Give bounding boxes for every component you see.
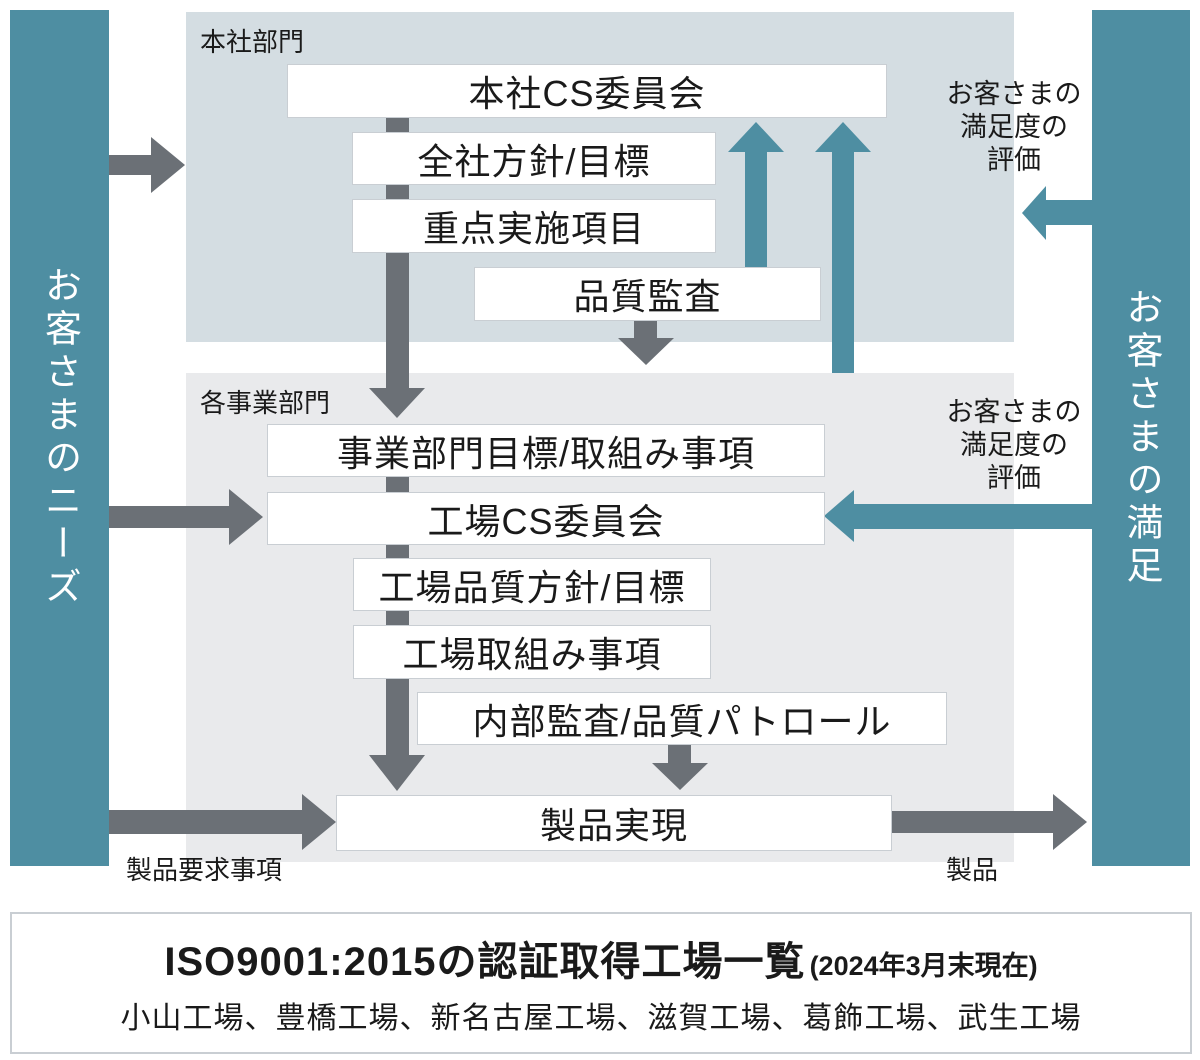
hq-satisfaction-note-line1: お客さまの (946, 79, 1082, 109)
box-division-goals: 事業部門目標/取組み事項 (267, 424, 825, 477)
box-factory-actions: 工場取組み事項 (353, 625, 711, 679)
arrow-audit-down-head (618, 338, 674, 365)
arrow-internal-audit-down-head (652, 763, 708, 790)
arrow-satisfaction-to-hq-shaft (1046, 200, 1092, 225)
hq-satisfaction-note-line2: 満足度の (960, 112, 1068, 142)
box-hq-cs-committee: 本社CS委員会 (287, 64, 887, 118)
arrow-realization-to-product-head (1053, 794, 1087, 850)
box-factory-cs-committee: 工場CS委員会 (267, 492, 825, 545)
arrow-internal-audit-down-shaft (668, 743, 691, 763)
arrow-division-up-head (815, 122, 871, 152)
arrow-needs-to-hq-shaft (109, 155, 151, 175)
arrow-needs-to-factory-cs-shaft (109, 506, 229, 528)
arrow-needs-to-factory-cs-head (229, 489, 263, 545)
box-internal-audit: 内部監査/品質パトロール (417, 692, 947, 745)
hq-section-label: 本社部門 (200, 27, 305, 57)
customer-satisfaction-bar: お客さまの満足 (1092, 10, 1190, 866)
iso-title-date: (2024年3月末現在) (809, 951, 1038, 981)
iso-title: ISO9001:2015の認証取得工場一覧 (164, 940, 806, 984)
arrow-requirements-to-realization-head (302, 794, 336, 850)
arrow-audit-up-head (728, 122, 784, 152)
product-requirements-label: 製品要求事項 (126, 855, 283, 885)
hq-satisfaction-note-line3: 評価 (987, 145, 1041, 175)
customer-needs-bar: お客さまのニーズ (10, 10, 109, 866)
arrow-audit-down-shaft (634, 319, 657, 338)
hq-satisfaction-note: お客さまの 満足度の 評価 (929, 78, 1099, 177)
box-quality-audit: 品質監査 (474, 267, 821, 321)
arrow-requirements-to-realization-shaft (109, 810, 302, 834)
box-factory-quality-policy: 工場品質方針/目標 (353, 558, 711, 611)
arrow-satisfaction-to-hq-head (1022, 186, 1046, 240)
arrow-audit-up-shaft (745, 151, 767, 267)
division-satisfaction-note-line3: 評価 (987, 463, 1041, 493)
division-satisfaction-note-line1: お客さまの (946, 397, 1082, 427)
arrow-division-up-shaft (832, 151, 854, 373)
division-section-label: 各事業部門 (200, 388, 331, 418)
iso-title-row: ISO9001:2015の認証取得工場一覧 (2024年3月末現在) (164, 929, 1037, 987)
customer-needs-label: お客さまのニーズ (39, 266, 81, 610)
iso-certified-factories-panel: ISO9001:2015の認証取得工場一覧 (2024年3月末現在) 小山工場、… (10, 912, 1192, 1054)
arrow-satisfaction-to-factory-cs-head (824, 490, 854, 542)
customer-satisfaction-label: お客さまの満足 (1121, 287, 1162, 589)
division-satisfaction-note: お客さまの 満足度の 評価 (929, 396, 1099, 495)
division-satisfaction-note-line2: 満足度の (960, 430, 1068, 460)
arrow-satisfaction-to-factory-cs-shaft (854, 504, 1092, 529)
box-company-policy: 全社方針/目標 (352, 132, 716, 185)
arrow-division-cascade-head (369, 755, 425, 791)
box-priority-items: 重点実施項目 (352, 199, 716, 253)
arrow-realization-to-product-shaft (890, 811, 1053, 833)
product-label: 製品 (946, 855, 999, 885)
arrow-needs-to-hq-head (151, 137, 185, 193)
iso-factories-list: 小山工場、豊橋工場、新名古屋工場、滋賀工場、葛飾工場、武生工場 (120, 1002, 1082, 1035)
box-product-realization: 製品実現 (336, 795, 892, 851)
arrow-hq-cascade-head (369, 388, 425, 418)
